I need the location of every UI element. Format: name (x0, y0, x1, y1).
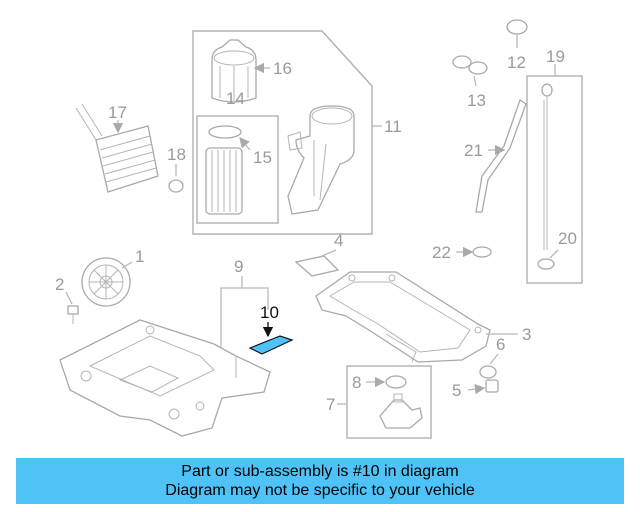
oil-cooler (75, 103, 159, 193)
upper-oil-pan (315, 271, 491, 363)
callout-19[interactable]: 19 (546, 47, 565, 66)
drain-plug-5 (485, 379, 499, 393)
callout-6[interactable]: 6 (496, 335, 505, 354)
parts-diagram: 11 16 14 15 17 18 (55, 19, 583, 439)
callout-20[interactable]: 20 (558, 229, 577, 248)
callout-11[interactable]: 11 (384, 117, 402, 136)
callout-21[interactable]: 21 (464, 141, 483, 160)
crank-pulley (81, 257, 131, 307)
callout-17[interactable]: 17 (108, 103, 127, 122)
callout-2[interactable]: 2 (55, 275, 64, 294)
seal-13b (468, 61, 488, 75)
filter-housing (287, 105, 355, 215)
seal-13a (452, 55, 472, 69)
callout-5[interactable]: 5 (452, 381, 461, 400)
callout-12[interactable]: 12 (507, 53, 526, 72)
group-box-11 (192, 30, 373, 235)
lower-oil-pan (59, 319, 271, 437)
callout-14[interactable]: 14 (226, 89, 245, 108)
seal-12 (506, 19, 528, 35)
oil-baffle-10[interactable] (248, 335, 294, 355)
callout-22[interactable]: 22 (432, 243, 451, 262)
callout-8[interactable]: 8 (352, 373, 361, 392)
callout-7[interactable]: 7 (326, 395, 335, 414)
group-box-7 (346, 365, 432, 439)
seal-22 (472, 246, 492, 258)
callout-3[interactable]: 3 (522, 325, 531, 344)
gasket-4 (294, 255, 340, 277)
banner-line-1: Part or sub-assembly is #10 in diagram (181, 463, 459, 480)
seal-ring-18 (168, 179, 184, 193)
banner-line-2: Diagram may not be specific to your vehi… (165, 482, 475, 499)
seal-8 (385, 375, 407, 389)
dipstick-tube (475, 98, 527, 213)
callout-10[interactable]: 10 (260, 303, 279, 322)
callout-9[interactable]: 9 (234, 257, 243, 276)
group-box-14 (196, 115, 279, 224)
info-banner: Part or sub-assembly is #10 in diagram D… (16, 458, 624, 504)
group-box-19 (526, 75, 583, 284)
callout-18[interactable]: 18 (167, 145, 186, 164)
callout-4[interactable]: 4 (334, 231, 343, 250)
bolt-2 (67, 305, 79, 324)
filter-cap (211, 39, 257, 103)
callout-13[interactable]: 13 (467, 91, 486, 110)
washer-6 (479, 365, 497, 379)
dipstick (541, 83, 553, 250)
callout-16[interactable]: 16 (273, 59, 292, 78)
oil-filter-element (205, 125, 243, 215)
callout-15[interactable]: 15 (253, 148, 272, 167)
callout-1[interactable]: 1 (135, 247, 144, 266)
seal-20 (537, 258, 555, 270)
oil-level-sensor (379, 393, 423, 429)
